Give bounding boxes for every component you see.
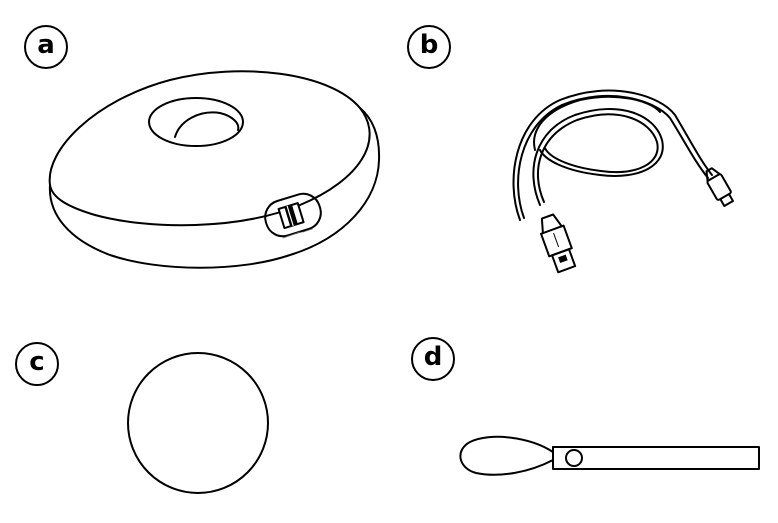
- wrist-strap-icon: [459, 435, 760, 476]
- label-badge-a: a: [24, 25, 68, 69]
- label-a-text: a: [37, 30, 55, 60]
- label-b-text: b: [419, 30, 439, 60]
- label-badge-d: d: [411, 337, 455, 381]
- label-d-text: d: [423, 342, 443, 372]
- label-badge-c: c: [15, 342, 59, 386]
- usb-cable-icon: [512, 89, 734, 274]
- label-c-text: c: [29, 347, 45, 377]
- round-pad-icon: [127, 352, 269, 494]
- label-badge-b: b: [407, 25, 451, 69]
- puck-device-icon: [48, 70, 381, 269]
